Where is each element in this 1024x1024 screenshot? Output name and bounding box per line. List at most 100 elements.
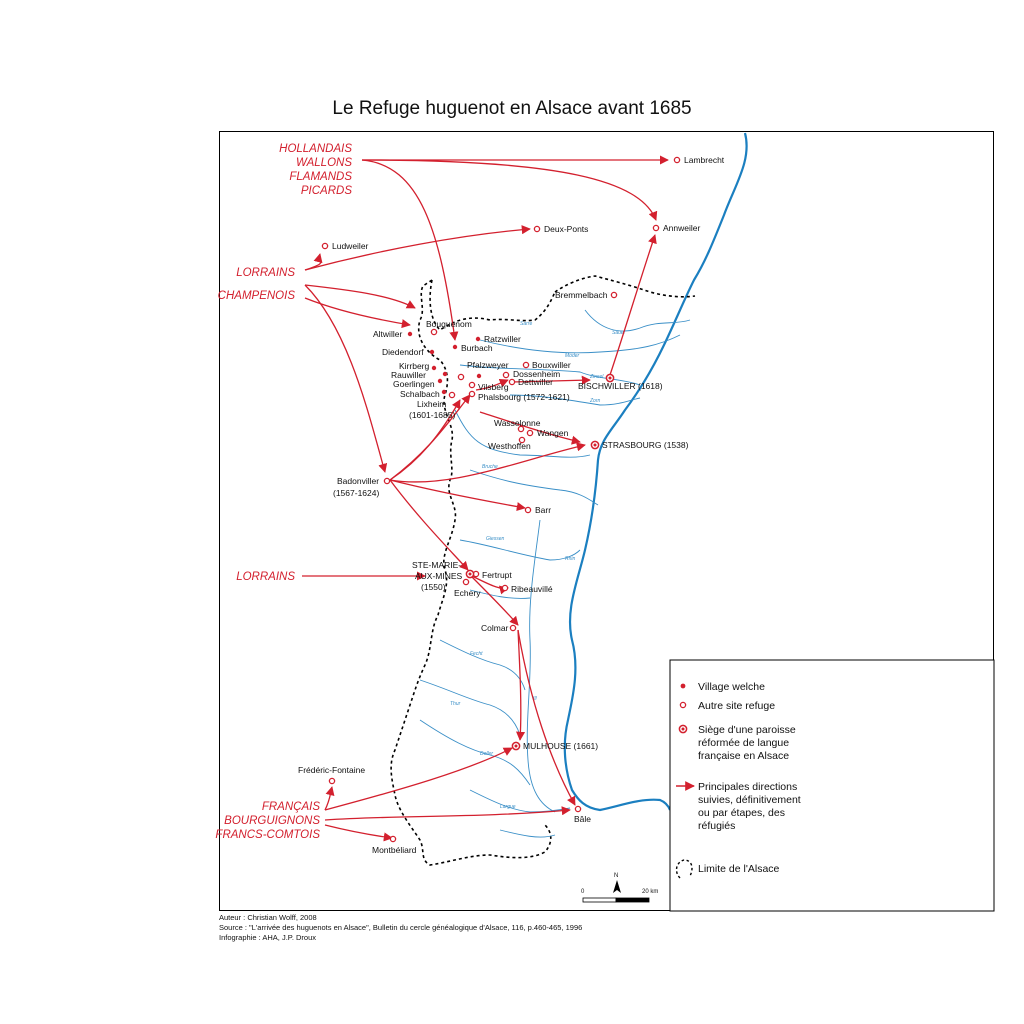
group-francais: FRANÇAIS [262, 801, 320, 813]
label-strasbourg: STRASBOURG (1538) [602, 440, 689, 450]
label-lixheim: Lixheim [417, 399, 446, 409]
marker-wasselonne [517, 425, 525, 433]
marker-kirrberg [431, 365, 437, 371]
legend-siege-2: réformée de langue [698, 737, 789, 749]
tributary-rivers [419, 309, 691, 838]
marker-bale [574, 805, 582, 813]
marker-burbach [452, 344, 458, 350]
river-label-doller: Doller [480, 751, 493, 757]
group-lorrains-south: LORRAINS [236, 571, 295, 583]
legend-village-welche: Village welche [698, 681, 765, 693]
label-diedendorf: Diedendorf [382, 347, 424, 357]
label-ludweiler: Ludweiler [332, 241, 369, 251]
label-wasselonne: Wasselonne [494, 418, 541, 428]
group-bourguignons: BOURGUIGNONS [224, 815, 320, 827]
label-rauwiller: Rauwiller [391, 370, 426, 380]
river-label-fecht: Fecht [470, 651, 483, 657]
group-wallons: WALLONS [296, 157, 352, 169]
marker-badonviller [383, 477, 391, 485]
scale-bar: 0 20 km N [581, 873, 658, 903]
north-label: N [614, 873, 618, 879]
river-label-ill: Ill [533, 696, 538, 702]
legend-siege-3: française en Alsace [698, 750, 789, 762]
label-frederic-fontaine: Frédéric-Fontaine [298, 765, 365, 775]
label-bremmelbach: Bremmelbach [555, 290, 608, 300]
label-ste-marie-2: AUX-MINES [415, 571, 463, 581]
alsace-border [390, 275, 696, 866]
marker-altwiller [407, 331, 413, 337]
marker-lixheim [448, 391, 456, 399]
credits: Auteur : Christian Wolff, 2008 Source : … [219, 913, 582, 943]
marker-echery [462, 578, 470, 586]
label-montbeliard: Montbéliard [372, 845, 417, 855]
label-bale: Bâle [574, 814, 591, 824]
group-flamands: FLAMANDS [289, 171, 352, 183]
marker-pfalzweyer [476, 373, 482, 379]
marker-wangen [526, 429, 534, 437]
place-markers [321, 156, 681, 843]
legend-routes-2: suivies, définitivement [698, 794, 801, 806]
legend-autre-site-icon [679, 701, 687, 709]
label-mulhouse: MULHOUSE (1661) [523, 741, 598, 751]
label-ratzwiller: Ratzwiller [484, 334, 521, 344]
marker-ludweiler [321, 242, 329, 250]
scale-start: 0 [581, 889, 585, 895]
marker-vilsberg [468, 381, 476, 389]
river-label-sarre: Sarre [520, 321, 532, 327]
marker-bremmelbach [610, 291, 618, 299]
label-colmar: Colmar [481, 623, 509, 633]
place-labels: Lambrecht Annweiler Ludweiler Deux-Ponts… [298, 155, 725, 855]
legend-border-icon [675, 859, 693, 879]
marker-diedendorf [429, 349, 435, 355]
legend-routes-4: réfugiés [698, 820, 735, 832]
marker-goerlingen [437, 378, 443, 384]
credit-author: Auteur : Christian Wolff, 2008 [219, 913, 317, 922]
label-badonviller-dates: (1567-1624) [333, 488, 379, 498]
label-deuxponts: Deux-Ponts [544, 224, 588, 234]
label-bouquenom: Bouquenom [426, 319, 472, 329]
marker-ribeauville [501, 584, 509, 592]
marker-westhoffen [518, 436, 526, 444]
legend-village-welche-icon [680, 683, 686, 689]
river-label-thur: Thur [450, 701, 461, 707]
river-label-largue: Largue [500, 804, 516, 810]
label-echery: Echery [454, 588, 481, 598]
marker-phalsbourg [468, 390, 476, 398]
label-wangen: Wangen [537, 428, 569, 438]
rhine-river [563, 132, 748, 812]
label-ribeauville: Ribeauvillé [511, 584, 553, 594]
group-hollandais: HOLLANDAIS [279, 143, 352, 155]
river-labels: Sauer Moder Zinsel Zorn Bruche Giessen R… [450, 321, 626, 810]
label-pfalzweyer: Pfalzweyer [467, 360, 509, 370]
label-vilsberg: Vilsberg [478, 382, 509, 392]
label-lambrecht: Lambrecht [684, 155, 725, 165]
marker-annweiler [652, 224, 660, 232]
marker-rauwiller [457, 373, 465, 381]
river-label-giessen: Giessen [486, 536, 505, 542]
marker-ratzwiller [475, 336, 481, 342]
label-barr: Barr [535, 505, 551, 515]
label-lixheim-dates: (1601-1685) [409, 410, 455, 420]
marker-bouquenom [430, 328, 438, 336]
legend: Village welche Autre site refuge Siège d… [669, 659, 995, 912]
legend-routes-3: ou par étapes, des [698, 807, 785, 819]
river-label-moder: Moder [565, 353, 580, 359]
label-ste-marie-1: STE-MARIE- [412, 560, 461, 570]
marker-barr [524, 506, 532, 514]
marker-dossenheim [502, 371, 510, 379]
legend-routes-1: Principales directions [698, 781, 797, 793]
marker-rauwiller-dot [442, 371, 448, 377]
marker-colmar [509, 624, 517, 632]
river-label-zinsel: Zinsel [589, 374, 604, 380]
group-lorrains-north: LORRAINS [236, 267, 295, 279]
label-kirrberg: Kirrberg [399, 361, 430, 371]
marker-montbeliard [389, 835, 397, 843]
marker-schalbach [441, 389, 447, 395]
north-arrow-icon [613, 880, 621, 893]
river-label-rhin: Rhin [565, 556, 576, 562]
label-bischwiller: BISCHWILLER (1618) [578, 381, 663, 391]
label-badonviller: Badonviller [337, 476, 379, 486]
label-westhoffen: Westhoffen [488, 441, 531, 451]
river-label-sauer: Sauer [612, 330, 626, 336]
label-annweiler: Annweiler [663, 223, 700, 233]
